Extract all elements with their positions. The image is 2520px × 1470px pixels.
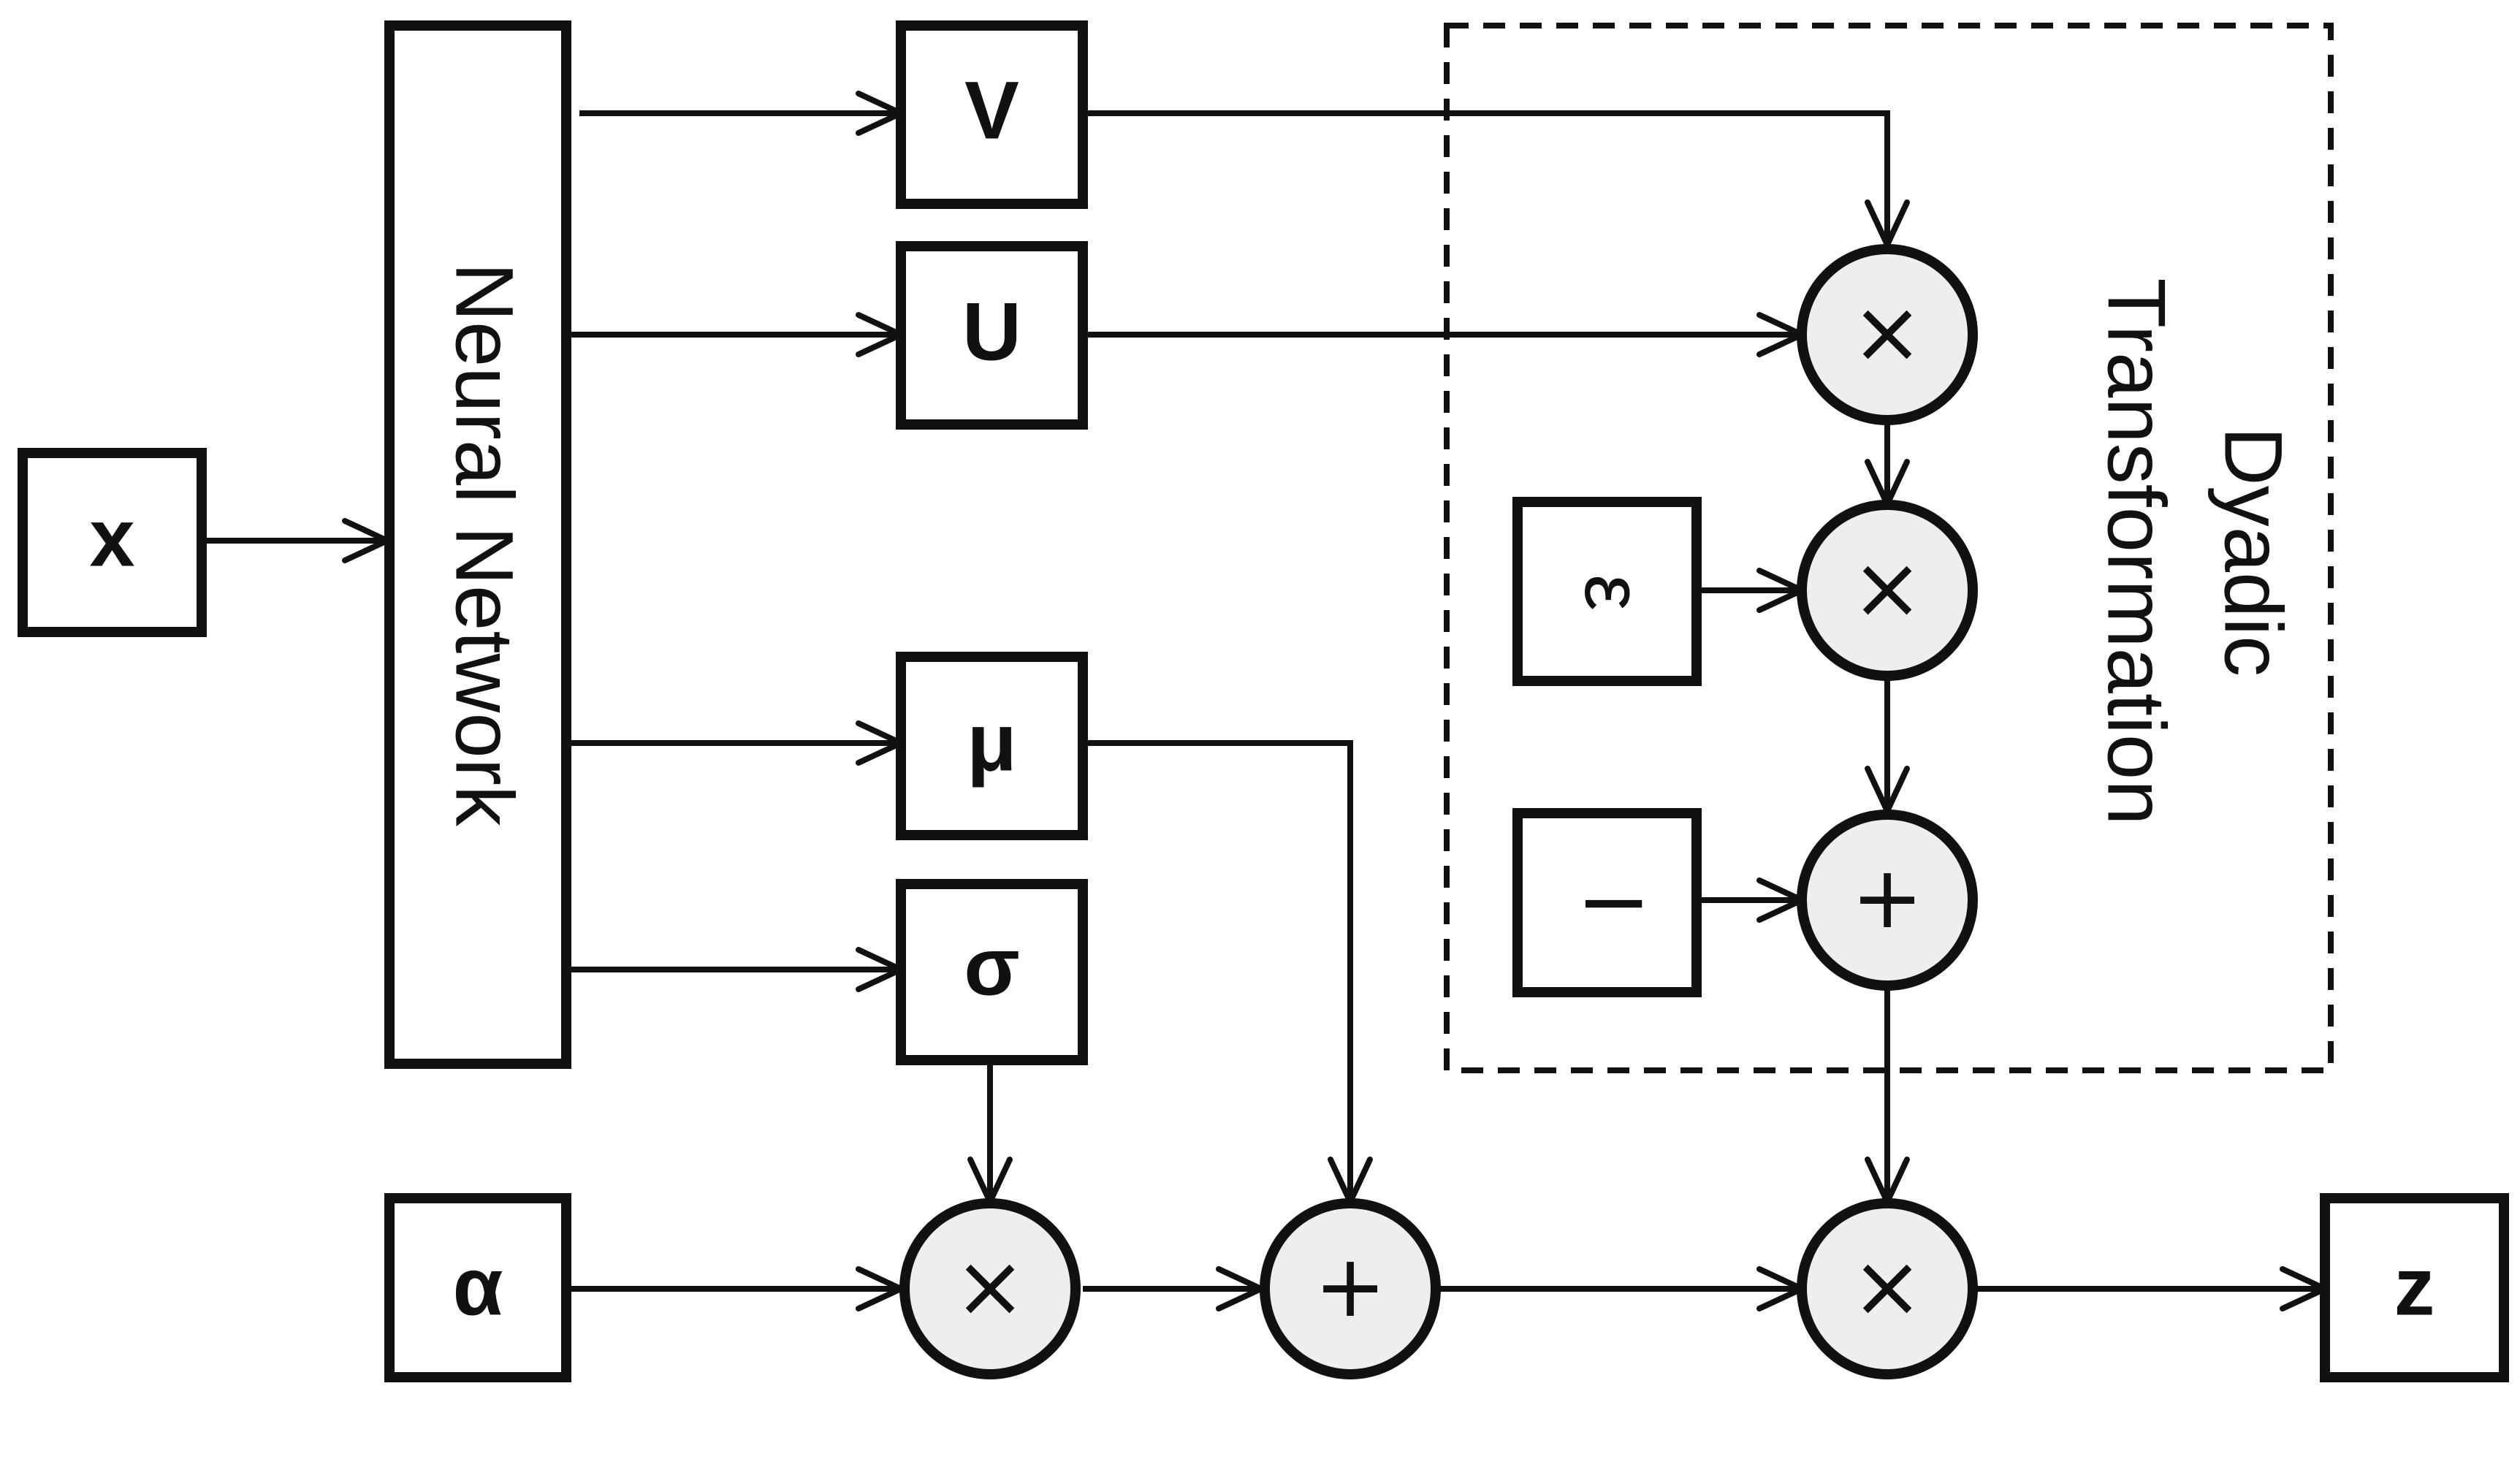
multiply-node-3: × (1797, 1198, 1978, 1379)
group-title-line2: Transformation (2090, 278, 2182, 826)
parameter-u-node: U (896, 241, 1088, 430)
parameter-v-label: V (964, 65, 1019, 156)
multiply-node-4: × (899, 1198, 1081, 1379)
multiply-node-1: × (1797, 244, 1978, 425)
input-alpha-label: α (453, 1241, 503, 1333)
add-node-2: + (1260, 1198, 1441, 1379)
dyadic-transformation-group (1444, 23, 2334, 1073)
input-identity-label: I (1568, 892, 1659, 915)
input-alpha-node: α (384, 1193, 571, 1382)
input-x-node: x (18, 448, 207, 637)
parameter-mu-label: μ (967, 697, 1017, 788)
neural-network-label: Neural Network (438, 262, 530, 827)
input-epsilon-node: ε (1512, 497, 1702, 686)
parameter-sigma-node: σ (896, 879, 1088, 1065)
parameter-sigma-label: σ (964, 921, 1020, 1013)
add-node-1: + (1797, 810, 1978, 991)
neural-network-node: Neural Network (384, 20, 571, 1069)
output-z-node: z (2320, 1193, 2509, 1382)
edge-mu-to-add2 (1083, 740, 1373, 1205)
input-identity-node: I (1512, 808, 1702, 997)
multiply-symbol-3: × (1851, 1235, 1924, 1336)
multiply-symbol-4: × (954, 1235, 1027, 1336)
multiply-symbol-1: × (1851, 281, 1924, 382)
add-symbol-1: + (1851, 847, 1924, 948)
output-z-label: z (2394, 1241, 2435, 1333)
edge-v-to-mult1 (1083, 110, 1910, 248)
multiply-symbol-2: × (1851, 537, 1924, 638)
parameter-u-label: U (962, 286, 1021, 378)
add-symbol-2: + (1314, 1235, 1387, 1336)
input-epsilon-label: ε (1568, 574, 1659, 611)
multiply-node-2: × (1797, 500, 1978, 681)
input-x-label: x (89, 492, 134, 584)
parameter-v-node: V (896, 20, 1088, 209)
parameter-mu-node: μ (896, 652, 1088, 840)
group-title-line1: Dyadic (2207, 427, 2299, 677)
